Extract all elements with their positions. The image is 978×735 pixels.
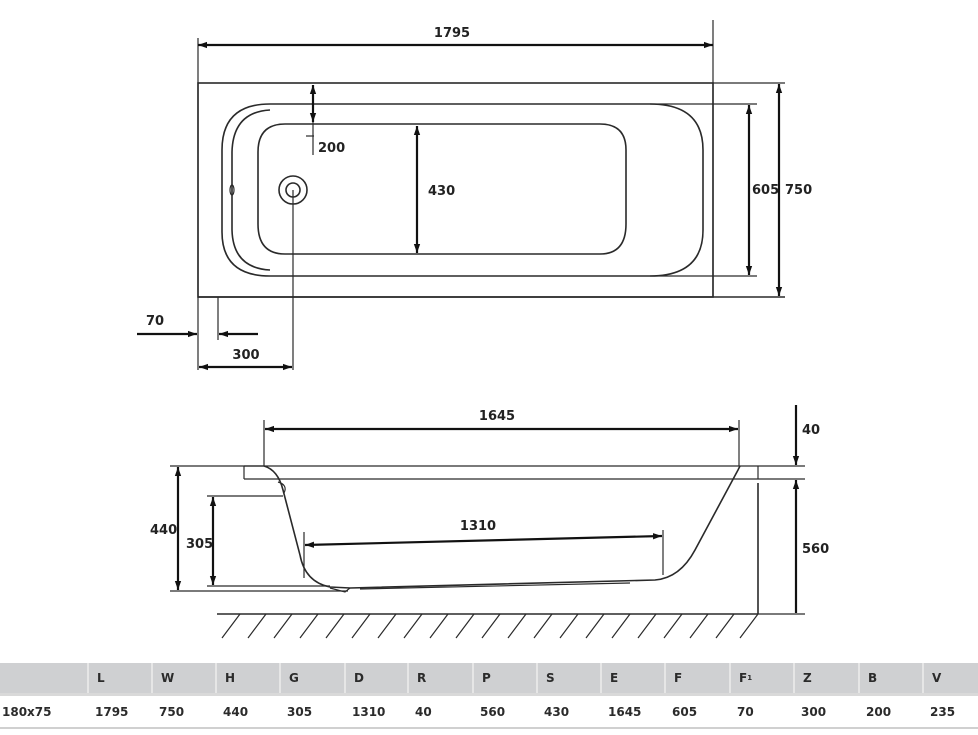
header-H: H [215,663,279,693]
header-V: V [922,663,978,693]
dim-overall-length: 1795 [434,26,470,41]
header-F1-sub: 1 [747,674,753,682]
header-model [0,663,87,693]
dim-inner-width: 605 [752,183,779,198]
cell-L: 1795 [95,704,129,719]
cell-H: 440 [223,704,249,719]
header-L: L [87,663,151,693]
dim-basin-width: 430 [428,184,455,199]
cell-R: 40 [415,704,432,719]
cell-B: 200 [866,704,892,719]
basin-rim [221,103,704,277]
header-G: G [279,663,344,693]
table-row: 180x75 1795 750 440 305 1310 40 560 430 … [0,693,978,729]
header-E: E [600,663,664,693]
header-S: S [536,663,600,693]
dim-drain-offset: 300 [232,348,259,363]
header-D: D [344,663,407,693]
tub-outline [197,82,714,298]
header-F: F [664,663,729,693]
cell-D: 1310 [352,704,386,719]
dim-rim-thickness: 40 [802,423,820,438]
cell-V: 235 [930,704,956,719]
top-view: 1795 200 430 605 750 70 300 [137,20,812,371]
dim-rim-offset: 70 [146,314,164,329]
header-R: R [407,663,472,693]
cell-F1: 70 [737,704,754,719]
dim-rim-length: 1645 [479,409,515,424]
dim-overflow-offset: 200 [318,141,345,156]
header-B: B [858,663,922,693]
dim-total-height: 440 [150,523,177,538]
dim-inner-depth: 305 [186,537,213,552]
overflow-icon [229,184,235,196]
floor-hatch [221,613,759,639]
header-Z: Z [793,663,858,693]
technical-drawing: 1795 200 430 605 750 70 300 [137,20,829,639]
cell-E: 1645 [608,704,642,719]
dim-overall-width: 750 [785,183,812,198]
header-F1-label: F [739,671,748,685]
cell-Z: 300 [801,704,827,719]
side-view: 1645 1310 440 305 40 560 [150,405,829,639]
basin-bottom [257,123,627,255]
cell-S: 430 [544,704,570,719]
dim-bottom-length: 1310 [460,519,496,534]
header-W: W [151,663,215,693]
cell-F: 605 [672,704,698,719]
cell-model: 180x75 [2,704,52,719]
cell-W: 750 [159,704,185,719]
dim-panel-height: 560 [802,542,829,557]
cell-G: 305 [287,704,313,719]
tub-profile [263,465,741,589]
cell-P: 560 [480,704,506,719]
header-P: P [472,663,536,693]
